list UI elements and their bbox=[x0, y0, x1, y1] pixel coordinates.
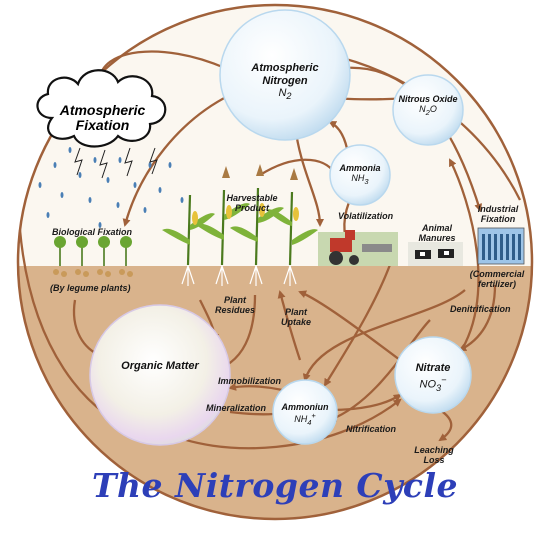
ammonia-formula: NH3 bbox=[351, 173, 369, 187]
legume-icon bbox=[53, 236, 133, 277]
nitrous-oxide-formula: N2O bbox=[419, 104, 437, 118]
arrow-cross bbox=[328, 319, 431, 422]
animal-manures-label: Animal Manures bbox=[418, 223, 456, 243]
bubble-ammonia bbox=[329, 144, 391, 206]
arrow-leaching bbox=[438, 409, 453, 442]
organic-matter-label: Organic Matter bbox=[121, 360, 199, 372]
leaching-loss-label: Leaching Loss bbox=[414, 445, 454, 465]
nitrate-label: Nitrate NO3− bbox=[400, 362, 466, 393]
arrow-uptake-1 bbox=[277, 290, 302, 361]
arrow-n2-to-biofix bbox=[122, 93, 231, 227]
nitrate-name: Nitrate bbox=[415, 362, 451, 374]
ammonium-name: Ammoniun bbox=[281, 402, 329, 412]
nitrous-oxide-name: Nitrous Oxide bbox=[398, 94, 458, 104]
ammonium-label: Ammoniun NH4+ bbox=[270, 402, 340, 428]
commercial-fertilizer-label: (Commercial fertilizer) bbox=[469, 269, 525, 289]
nitrate-formula: NO3− bbox=[419, 374, 447, 393]
plant-residues-label: Plant Residues bbox=[214, 295, 256, 315]
denitrification-label: Denitrification bbox=[450, 304, 511, 314]
bubble-ammonium bbox=[272, 379, 338, 445]
lightning-icon bbox=[74, 147, 158, 179]
arrow-uptake-2 bbox=[298, 290, 401, 361]
cow-icon bbox=[408, 242, 463, 266]
diagram-title: The Nitrogen Cycle bbox=[92, 466, 458, 505]
arrow-fertilizer-to-ammonium bbox=[302, 289, 466, 382]
crop-icon bbox=[162, 164, 318, 286]
bubble-nitrous-oxide bbox=[392, 74, 464, 146]
bubbles bbox=[89, 9, 472, 446]
ammonia-name: Ammonia bbox=[339, 163, 381, 173]
nitrification-label: Nitrification bbox=[346, 424, 397, 434]
factory-icon bbox=[477, 227, 525, 265]
nitrous-oxide-label: Nitrous Oxide N2O bbox=[398, 94, 458, 118]
outer-circle bbox=[16, 3, 534, 521]
arrow-nitrification bbox=[329, 393, 402, 412]
atmospheric-nitrogen-label: Atmospheric Nitrogen N2 bbox=[235, 62, 335, 102]
ammonia-label: Ammonia NH3 bbox=[330, 163, 390, 187]
arrow-manure-to-ammonium bbox=[323, 249, 397, 387]
plant-uptake-label: Plant Uptake bbox=[280, 307, 311, 327]
rain-icon bbox=[38, 147, 184, 228]
biological-fixation-label: Biological Fixation bbox=[52, 227, 133, 237]
tractor-icon bbox=[318, 230, 398, 266]
volatilization-label: Volatilization bbox=[338, 211, 394, 221]
bubble-nitrate bbox=[394, 336, 472, 414]
atmospheric-fixation-label: Atmospheric Fixation bbox=[59, 102, 146, 134]
atmospheric-nitrogen-formula: N2 bbox=[278, 87, 292, 102]
industrial-fixation-label: Industrial Fixation bbox=[477, 204, 519, 224]
bubble-atmospheric-nitrogen bbox=[219, 9, 351, 141]
legume-plants-label: (By legume plants) bbox=[50, 283, 131, 293]
bubble-organic-matter bbox=[89, 304, 231, 446]
mineralization-label: Mineralization bbox=[206, 403, 267, 413]
arrow-fertilizer-to-nitrate bbox=[458, 284, 497, 352]
arrow-nitrate-to-n2o bbox=[448, 158, 480, 361]
harvestable-product-label: Harvestable Product bbox=[226, 193, 278, 213]
ammonium-formula: NH4+ bbox=[294, 411, 316, 428]
immobilization-label: Immobilization bbox=[218, 376, 281, 386]
atmospheric-nitrogen-name: Atmospheric Nitrogen bbox=[251, 62, 319, 87]
cloud-icon bbox=[36, 69, 167, 148]
